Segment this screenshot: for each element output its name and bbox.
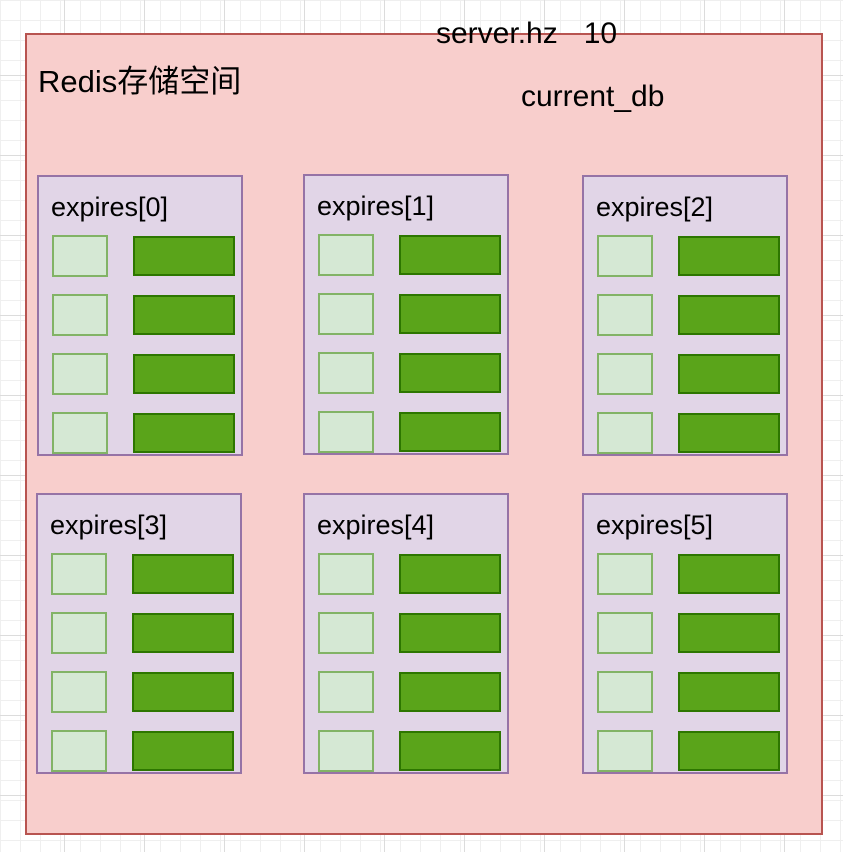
- expire-key-cell: [318, 612, 374, 654]
- expire-key-cell: [52, 235, 108, 277]
- expire-key-cell: [597, 353, 653, 395]
- expire-key-cell: [52, 294, 108, 336]
- expire-entry-row: [597, 612, 780, 654]
- expires-table-label: expires[5]: [596, 510, 714, 540]
- expire-value-cell: [132, 672, 234, 712]
- expire-key-cell: [51, 730, 107, 772]
- expire-key-cell: [597, 235, 653, 277]
- expire-entry-row: [52, 353, 235, 395]
- expire-key-cell: [52, 412, 108, 454]
- expire-value-cell: [132, 731, 234, 771]
- expires-table-2: expires[2]: [582, 175, 788, 456]
- expire-key-cell: [318, 411, 374, 453]
- expires-table-1: expires[1]: [303, 174, 509, 455]
- expire-key-cell: [318, 352, 374, 394]
- expire-value-cell: [399, 554, 501, 594]
- expire-entry-row: [52, 412, 235, 454]
- expire-value-cell: [399, 294, 501, 334]
- expire-key-cell: [51, 553, 107, 595]
- server-hz-label: server.hz: [436, 17, 558, 50]
- expire-entry-row: [318, 612, 501, 654]
- expire-entry-row: [318, 671, 501, 713]
- expire-entry-row: [597, 353, 780, 395]
- expire-value-cell: [678, 672, 780, 712]
- expire-value-cell: [132, 613, 234, 653]
- expire-key-cell: [597, 730, 653, 772]
- expire-key-cell: [51, 671, 107, 713]
- expire-key-cell: [597, 553, 653, 595]
- expire-value-cell: [399, 613, 501, 653]
- expires-table-0: expires[0]: [37, 175, 243, 456]
- expire-entry-row: [51, 612, 234, 654]
- expire-key-cell: [51, 612, 107, 654]
- expire-entry-row: [51, 730, 234, 772]
- expire-entry-row: [597, 553, 780, 595]
- expire-entry-row: [51, 671, 234, 713]
- expire-entry-row: [597, 294, 780, 336]
- expire-value-cell: [133, 295, 235, 335]
- expire-entry-row: [597, 235, 780, 277]
- expires-table-label: expires[0]: [51, 192, 169, 222]
- expire-key-cell: [597, 412, 653, 454]
- expire-key-cell: [597, 612, 653, 654]
- expire-entry-row: [597, 412, 780, 454]
- expire-entry-row: [52, 294, 235, 336]
- expires-table-label: expires[3]: [50, 510, 168, 540]
- expire-value-cell: [678, 413, 780, 453]
- expire-entry-row: [318, 730, 501, 772]
- expire-value-cell: [399, 672, 501, 712]
- expire-key-cell: [597, 294, 653, 336]
- expire-entry-row: [318, 352, 501, 394]
- expire-value-cell: [678, 613, 780, 653]
- expire-entry-row: [597, 730, 780, 772]
- expires-table-4: expires[4]: [303, 493, 509, 774]
- expire-entry-row: [51, 553, 234, 595]
- expire-value-cell: [399, 731, 501, 771]
- expire-key-cell: [318, 234, 374, 276]
- expires-table-5: expires[5]: [582, 493, 788, 774]
- expire-entry-row: [318, 411, 501, 453]
- expire-value-cell: [678, 731, 780, 771]
- expire-value-cell: [132, 554, 234, 594]
- expire-value-cell: [133, 413, 235, 453]
- expire-key-cell: [318, 293, 374, 335]
- expires-table-label: expires[4]: [317, 510, 435, 540]
- expire-entry-row: [52, 235, 235, 277]
- current-db-annotation: current_db: [521, 80, 665, 113]
- expire-entry-row: [318, 234, 501, 276]
- expires-table-label: expires[2]: [596, 192, 714, 222]
- expire-value-cell: [399, 353, 501, 393]
- expire-value-cell: [678, 554, 780, 594]
- server-hz-annotation: server.hz 10: [436, 17, 617, 51]
- workspace-title: Redis存储空间: [38, 64, 242, 99]
- expire-key-cell: [318, 671, 374, 713]
- expire-key-cell: [52, 353, 108, 395]
- expire-key-cell: [597, 671, 653, 713]
- expires-table-label: expires[1]: [317, 191, 435, 221]
- expire-value-cell: [133, 354, 235, 394]
- expire-value-cell: [399, 412, 501, 452]
- server-hz-value: 10: [583, 17, 618, 50]
- expire-value-cell: [678, 295, 780, 335]
- expire-entry-row: [318, 553, 501, 595]
- expire-value-cell: [678, 354, 780, 394]
- expire-entry-row: [318, 293, 501, 335]
- expire-key-cell: [318, 553, 374, 595]
- expire-value-cell: [399, 235, 501, 275]
- expire-value-cell: [678, 236, 780, 276]
- expires-table-3: expires[3]: [36, 493, 242, 774]
- expire-key-cell: [318, 730, 374, 772]
- expire-entry-row: [597, 671, 780, 713]
- expire-value-cell: [133, 236, 235, 276]
